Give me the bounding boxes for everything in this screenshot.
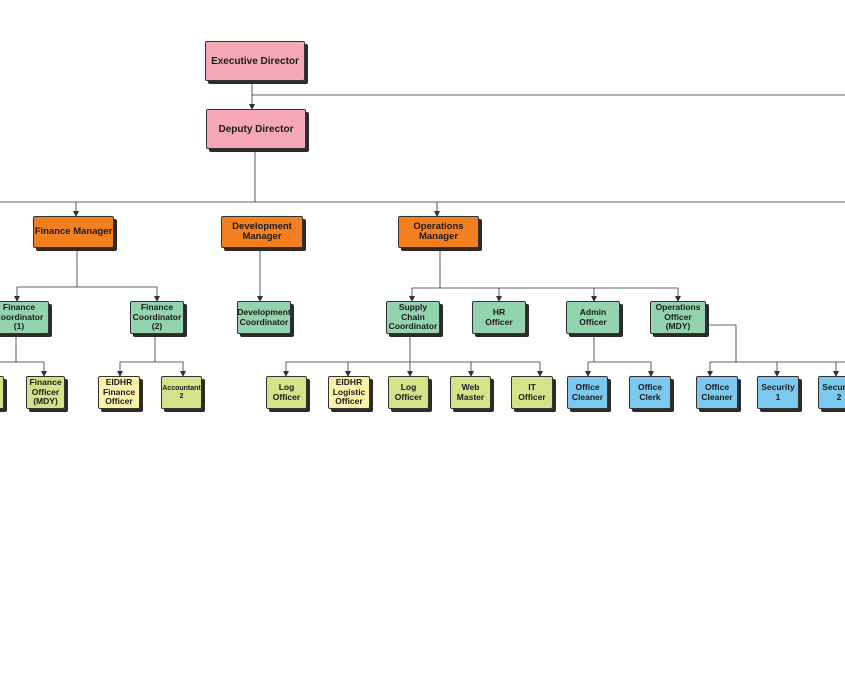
security-1-box: Security 1: [757, 376, 799, 409]
development-manager-box: Development Manager: [221, 216, 303, 248]
web-master-box: Web Master: [450, 376, 491, 409]
finance-coordinator-2-box: Finance Coordinator (2): [130, 301, 184, 334]
it-officer-box: IT Officer: [511, 376, 553, 409]
finance-staff-box-cropped: [0, 376, 4, 409]
supply-chain-coordinator-box: Supply Chain Coordinator: [386, 301, 440, 334]
finance-officer-mdy-box: Finance Officer (MDY): [26, 376, 65, 409]
log-officer-2-box: Log Officer: [388, 376, 429, 409]
admin-officer-box: Admin Officer: [566, 301, 620, 334]
finance-manager-box: Finance Manager: [33, 216, 114, 248]
log-officer-1-box: Log Officer: [266, 376, 307, 409]
deputy-director-box: Deputy Director: [206, 109, 306, 149]
eidhr-logistic-officer-box: EIDHR Logistic Officer: [328, 376, 370, 409]
office-cleaner-2-box: Office Cleaner: [696, 376, 738, 409]
executive-director-box: Executive Director: [205, 41, 305, 81]
hr-officer-box: HR Officer: [472, 301, 526, 334]
security-2-box: Security 2: [818, 376, 845, 409]
office-clerk-box: Office Clerk: [629, 376, 671, 409]
accountant-2-box: Accountant 2: [161, 376, 202, 409]
office-cleaner-1-box: Office Cleaner: [567, 376, 608, 409]
development-coordinator-box: Development Coordinator: [237, 301, 291, 334]
eidhr-finance-officer-box: EIDHR Finance Officer: [98, 376, 140, 409]
operations-officer-mdy-box: Operations Officer (MDY): [650, 301, 706, 334]
operations-manager-box: Operations Manager: [398, 216, 479, 248]
finance-coordinator-1-box: Finance Coordinator (1): [0, 301, 49, 334]
